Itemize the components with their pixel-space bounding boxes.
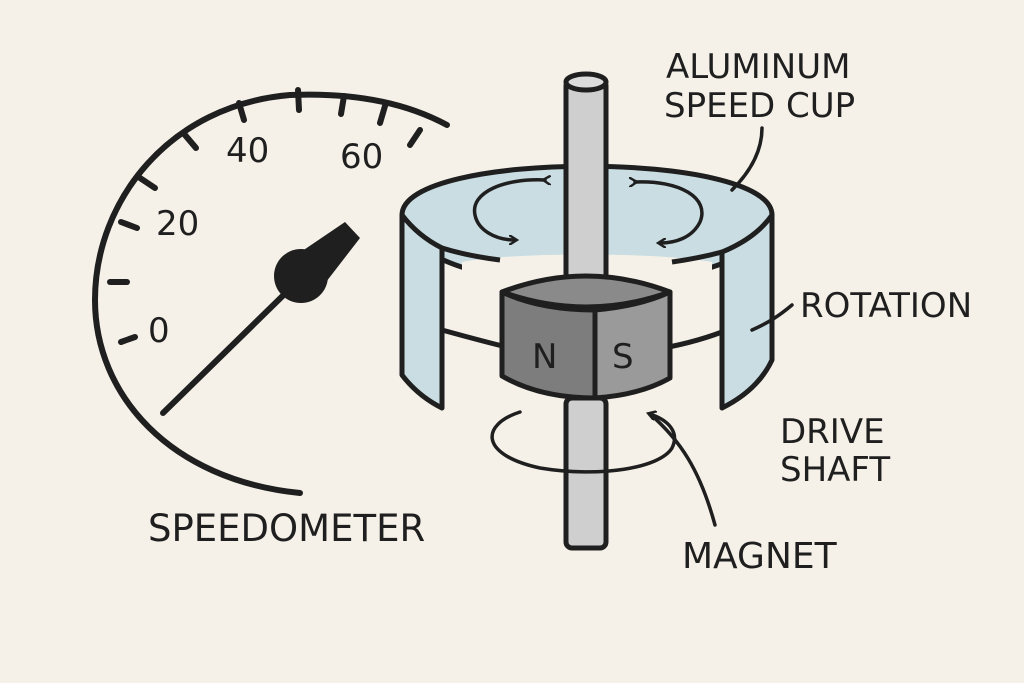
drive-shaft-label-line2: SHAFT xyxy=(780,450,890,490)
cup-rotation-arrow-left xyxy=(472,180,545,240)
cup-right-wall xyxy=(719,212,775,411)
cup-label-line2: SPEED CUP xyxy=(664,86,855,126)
dial-arc xyxy=(91,91,450,496)
magnet: N S xyxy=(499,273,673,401)
cup-left-wall xyxy=(399,212,445,411)
tick-label-0: 0 xyxy=(148,311,170,351)
cup-label-line1: ALUMINUM xyxy=(666,47,850,87)
speedometer-needle xyxy=(160,222,360,416)
cup-label-leader xyxy=(730,126,764,192)
rotation-label-leader xyxy=(750,303,794,332)
drive-shaft-label-line1: DRIVE xyxy=(780,412,885,452)
speedometer-dial: 0 20 40 60 SPEEDOMETER xyxy=(91,87,450,550)
magnet-s-face xyxy=(592,289,673,401)
cup-rotation-arrow-right xyxy=(635,182,704,243)
needle-hub xyxy=(274,249,328,303)
magnet-pole-n: N xyxy=(532,337,557,377)
shaft-rotation-arrow xyxy=(490,412,677,474)
tick-label-20: 20 xyxy=(156,204,199,244)
rotation-label: ROTATION xyxy=(800,286,972,326)
magnet-label: MAGNET xyxy=(682,536,838,577)
dial-tick-marks xyxy=(107,87,423,345)
magnet-label-leader xyxy=(648,412,717,527)
tick-label-40: 40 xyxy=(226,131,269,171)
magnet-pole-s: S xyxy=(612,337,634,377)
drive-shaft-top xyxy=(563,71,609,293)
tick-label-60: 60 xyxy=(340,137,383,177)
speedometer-label: SPEEDOMETER xyxy=(148,507,425,550)
